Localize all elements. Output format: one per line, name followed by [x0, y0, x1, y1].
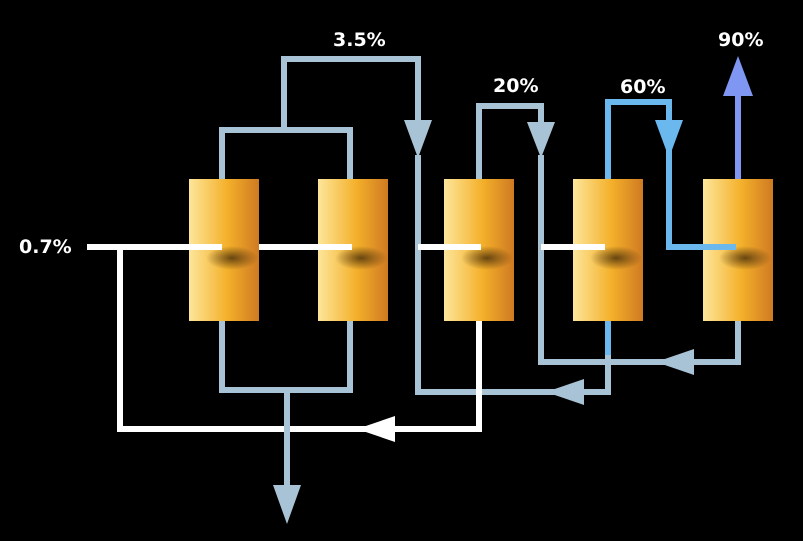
- flow-arrow-product-up: [723, 56, 753, 96]
- stage4-assay-label: 60%: [620, 76, 666, 98]
- product-assay-label: 90%: [718, 29, 764, 51]
- stage4-feed-line: [605, 99, 672, 180]
- stage2-assay-label: 3.5%: [333, 29, 386, 51]
- flow-arrow-stage3-tails-left: [656, 349, 694, 375]
- feed-assay-label: 0.7%: [19, 236, 72, 258]
- column-5-shadow: [719, 246, 771, 270]
- flow-arrow-tails-down: [273, 485, 301, 524]
- stage2-tails-line: [415, 155, 611, 395]
- column-3-shadow: [461, 246, 513, 270]
- column-1-shadow: [206, 246, 258, 270]
- column-2-shadow: [335, 246, 387, 270]
- flow-arrow-stage4-down: [655, 120, 683, 158]
- arrowheads: [273, 56, 753, 524]
- flow-arrow-return-left: [357, 416, 395, 442]
- stage1-heads-manifold: [219, 127, 353, 180]
- stage3-feed-line: [476, 103, 544, 180]
- column-4-shadow: [590, 246, 642, 270]
- stage3-to-feed-return: [117, 247, 482, 432]
- flow-arrow-stage2-tails-left: [546, 379, 584, 405]
- stage3-assay-label: 20%: [493, 75, 539, 97]
- stage3-tails-line: [538, 155, 741, 365]
- stage2-feed-line: [281, 56, 421, 130]
- flow-arrow-stage2-down: [404, 120, 432, 158]
- flow-arrow-stage3-down: [527, 122, 555, 158]
